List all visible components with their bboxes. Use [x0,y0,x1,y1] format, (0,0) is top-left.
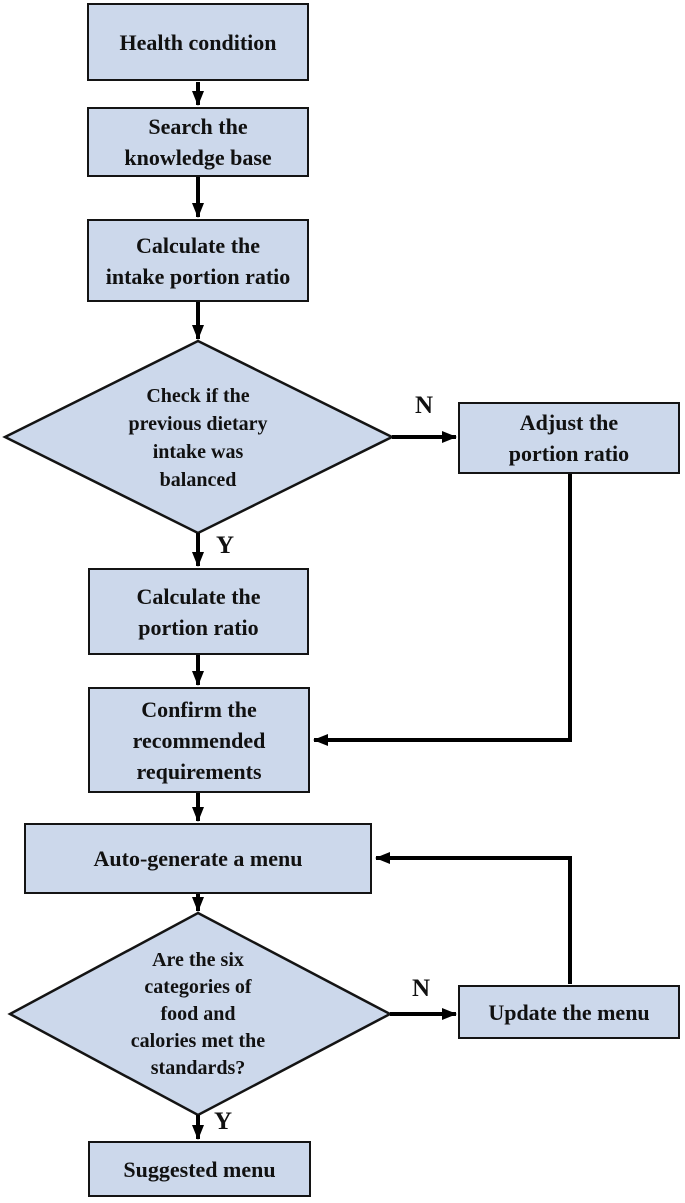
decision-standards-label: Are the six categories of food and calor… [130,949,266,1079]
node-confirm-recommended-requirements: Confirm the recommended requirements [88,687,310,793]
node-calculate-portion-ratio: Calculate the portion ratio [88,568,309,655]
node-health-condition: Health condition [87,3,309,81]
arrow-adjust-to-confirm [313,474,572,746]
branch-label-balanced-yes: Y [215,532,235,559]
node-adjust-portion-ratio: Adjust the portion ratio [458,402,680,474]
node-search-knowledge-base: Search the knowledge base [87,107,309,177]
decision-dietary-balance-label: Check if the previous dietary intake was… [128,385,268,491]
branch-label-standards-yes: Y [213,1108,233,1135]
branch-label-standards-no: N [411,975,431,1002]
arrow-update-to-autogen [375,852,572,984]
node-calculate-intake-portion-ratio: Calculate the intake portion ratio [87,219,309,302]
node-update-menu: Update the menu [458,985,680,1039]
node-auto-generate-menu: Auto-generate a menu [24,823,372,894]
node-suggested-menu: Suggested menu [88,1141,311,1197]
branch-label-balanced-no: N [414,392,434,419]
